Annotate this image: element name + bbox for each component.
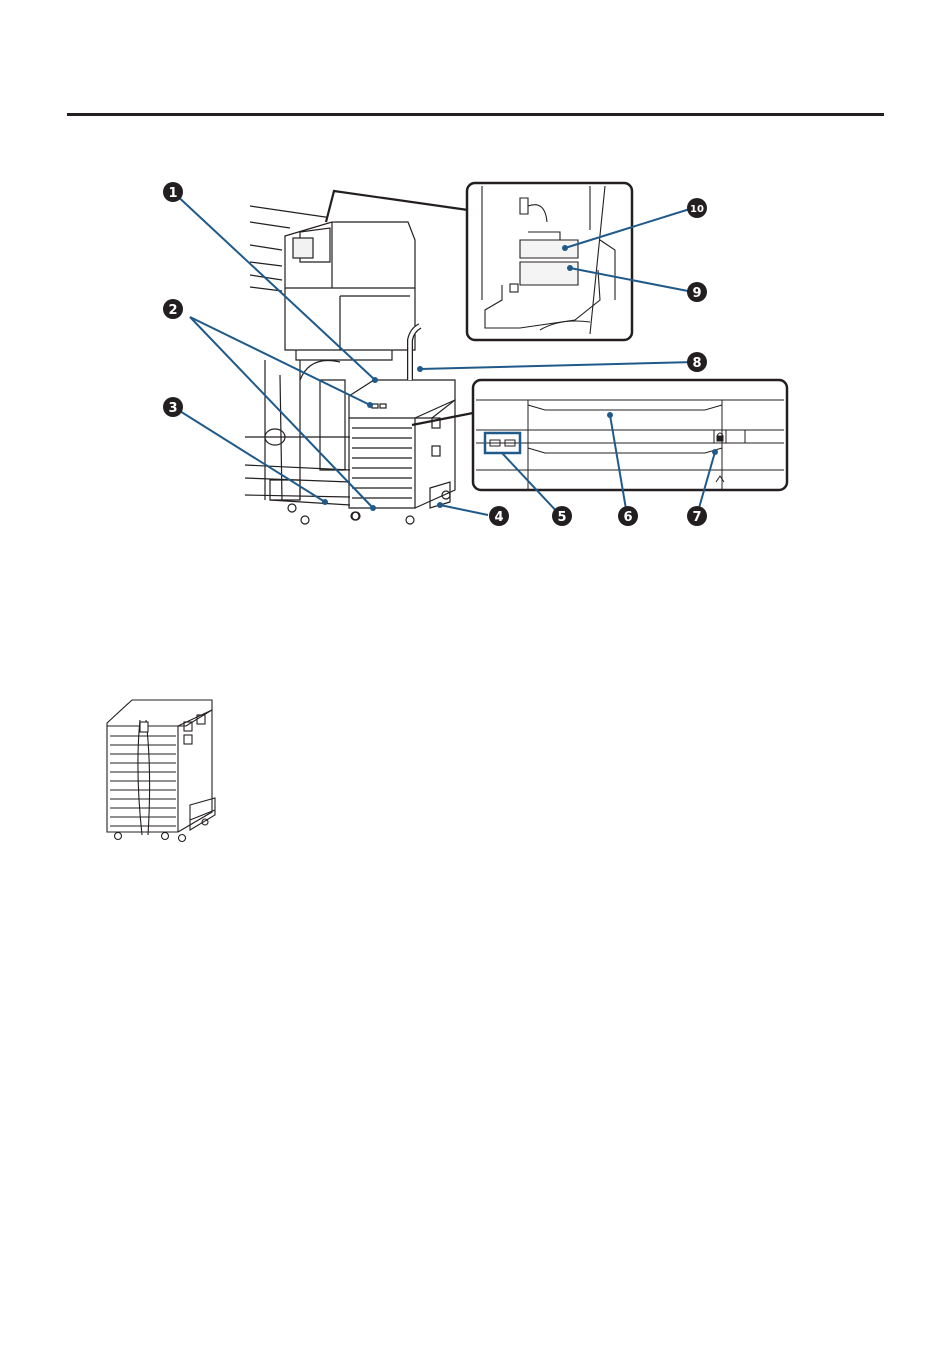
printer-illustration (245, 206, 455, 524)
callout-8: 8 (687, 352, 707, 372)
svg-text:10: 10 (690, 204, 704, 215)
svg-text:2: 2 (168, 303, 177, 318)
callout-10: 10 (687, 198, 707, 218)
callout-7: 7 (687, 506, 707, 526)
zoom-pointer-top (326, 191, 468, 222)
callout-1: 1 (163, 182, 183, 202)
svg-text:8: 8 (692, 356, 701, 371)
svg-text:3: 3 (168, 401, 177, 416)
callout-3: 3 (163, 397, 183, 417)
svg-text:5: 5 (557, 510, 566, 525)
ink-unit-illustration (107, 700, 215, 842)
svg-text:7: 7 (692, 510, 701, 525)
svg-text:9: 9 (692, 286, 701, 301)
svg-text:4: 4 (494, 510, 503, 525)
callout-5: 5 (552, 506, 572, 526)
callout-9: 9 (687, 282, 707, 302)
callout-6: 6 (618, 506, 638, 526)
svg-text:1: 1 (168, 186, 177, 201)
callout-2: 2 (163, 299, 183, 319)
svg-text:6: 6 (623, 510, 632, 525)
inset-top (467, 183, 632, 340)
callout-4: 4 (489, 506, 509, 526)
